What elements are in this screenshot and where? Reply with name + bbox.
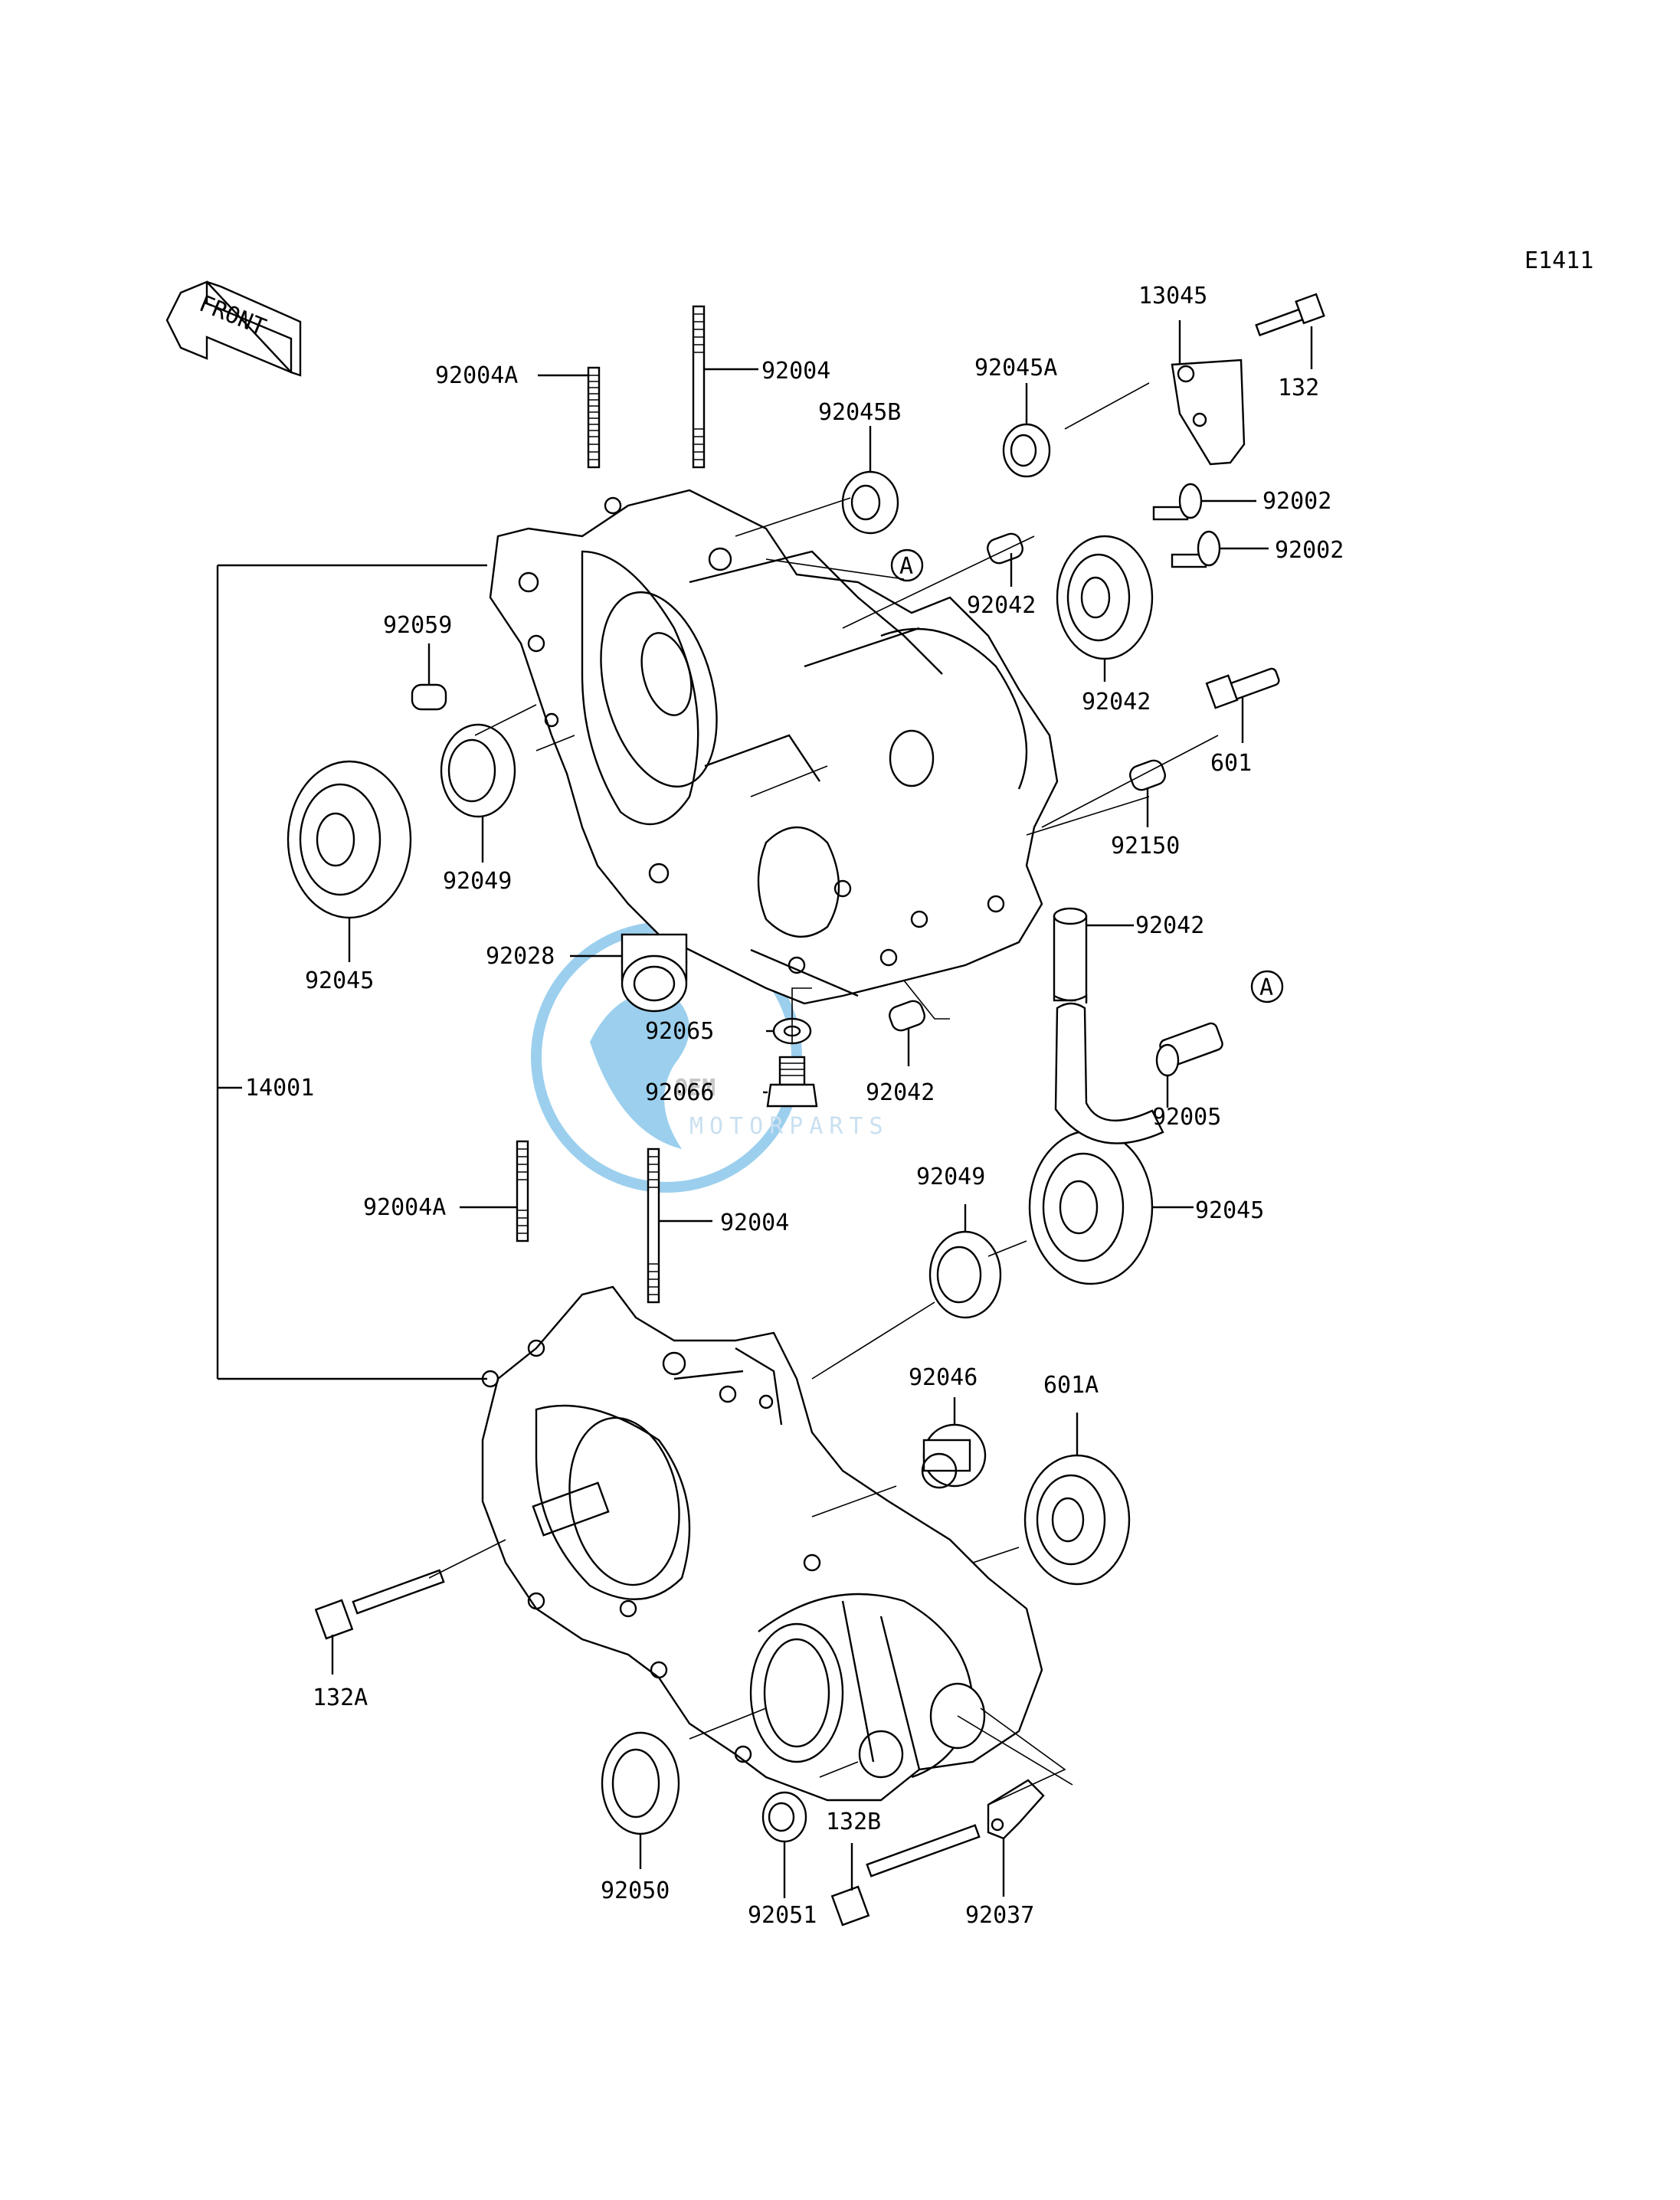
oil-seal-icon [601,1731,680,1835]
part-label: 92045 [1195,1197,1264,1224]
part-label: 92042 [1135,912,1204,939]
crankcase-right-half [489,489,1059,1005]
part-label: 92046 [909,1364,978,1391]
stud-icon [516,1140,529,1242]
dowel-pin-icon [411,683,447,711]
part-label: 92028 [486,943,555,970]
stud-icon [647,1147,660,1304]
part-label: 92004A [363,1194,446,1221]
bushing-icon [621,933,688,1013]
part-label: 92049 [916,1164,985,1190]
part-label: 92051 [748,1902,817,1929]
bolt-icon [1171,530,1221,568]
part-label: 14001 [245,1075,314,1102]
part-label: 601 [1210,750,1252,777]
part-label: 92004A [435,362,518,389]
part-label: 601A [1043,1372,1099,1399]
part-label: 92050 [601,1878,670,1904]
part-label: 13045 [1138,283,1207,309]
ref-marker-a: A [1250,970,1284,1003]
part-label: 92045 [305,967,374,994]
part-label: 92065 [645,1018,714,1045]
part-label: 92042 [1082,689,1151,715]
dowel-pin-icon [1129,759,1166,791]
bearing-icon [1056,535,1154,660]
bracket-icon [987,1779,1045,1840]
bearing-icon [1023,1454,1131,1586]
part-label: 92042 [866,1079,935,1106]
part-label: 132A [313,1684,368,1711]
part-label: 132B [826,1809,881,1835]
plate-icon [1171,358,1246,466]
leader-lines [216,320,1313,1898]
part-label: 92037 [965,1902,1034,1929]
part-label: 92045B [818,399,901,426]
part-label: 132 [1278,375,1319,401]
hose-fitting-icon [1155,1022,1223,1077]
bearing-icon [1028,1129,1154,1285]
part-label: 92042 [967,592,1036,619]
part-label: 92002 [1275,537,1344,564]
part-label: 92150 [1111,833,1180,859]
bolt-icon [1255,293,1325,337]
part-label: 92002 [1262,488,1331,515]
part-label: 92049 [443,868,512,895]
drain-plug-icon [766,1056,818,1108]
oil-seal-icon [761,1791,807,1843]
part-label: 92005 [1152,1104,1221,1131]
part-label: 92059 [383,612,452,639]
part-label: 92045A [974,355,1057,381]
front-arrow-icon: FRONT [165,280,302,377]
diagram-code: E1411 [1524,247,1593,274]
bearing-icon [1002,423,1051,478]
part-label: 92004 [720,1210,789,1236]
needle-bearing-icon [921,1423,987,1489]
part-label: 92066 [645,1079,714,1106]
stud-icon [692,305,706,469]
bolt-icon [830,1824,981,1927]
watermark-logo: OEM MOTORPARTS [531,922,889,1193]
ref-marker-label: A [1259,974,1273,1001]
watermark-brand: OEM [674,1075,716,1102]
oil-seal-icon [928,1230,1002,1319]
breather-hose-icon [1053,907,1164,1144]
dowel-pin-icon [889,1000,925,1032]
oil-seal-icon [440,723,516,818]
part-label: 92004 [761,358,830,385]
bearing-icon [841,470,899,535]
bearing-icon [287,760,412,919]
ref-marker-label: A [899,553,913,580]
crankcase-left-half [481,1285,1043,1802]
stud-icon [587,366,601,469]
bolt-icon [314,1569,445,1640]
ref-marker-a: A [890,548,924,582]
watermark-sub: MOTORPARTS [689,1113,889,1140]
plug-icon [1205,667,1280,709]
dowel-pin-icon [987,532,1023,565]
bolt-icon [1152,483,1203,521]
